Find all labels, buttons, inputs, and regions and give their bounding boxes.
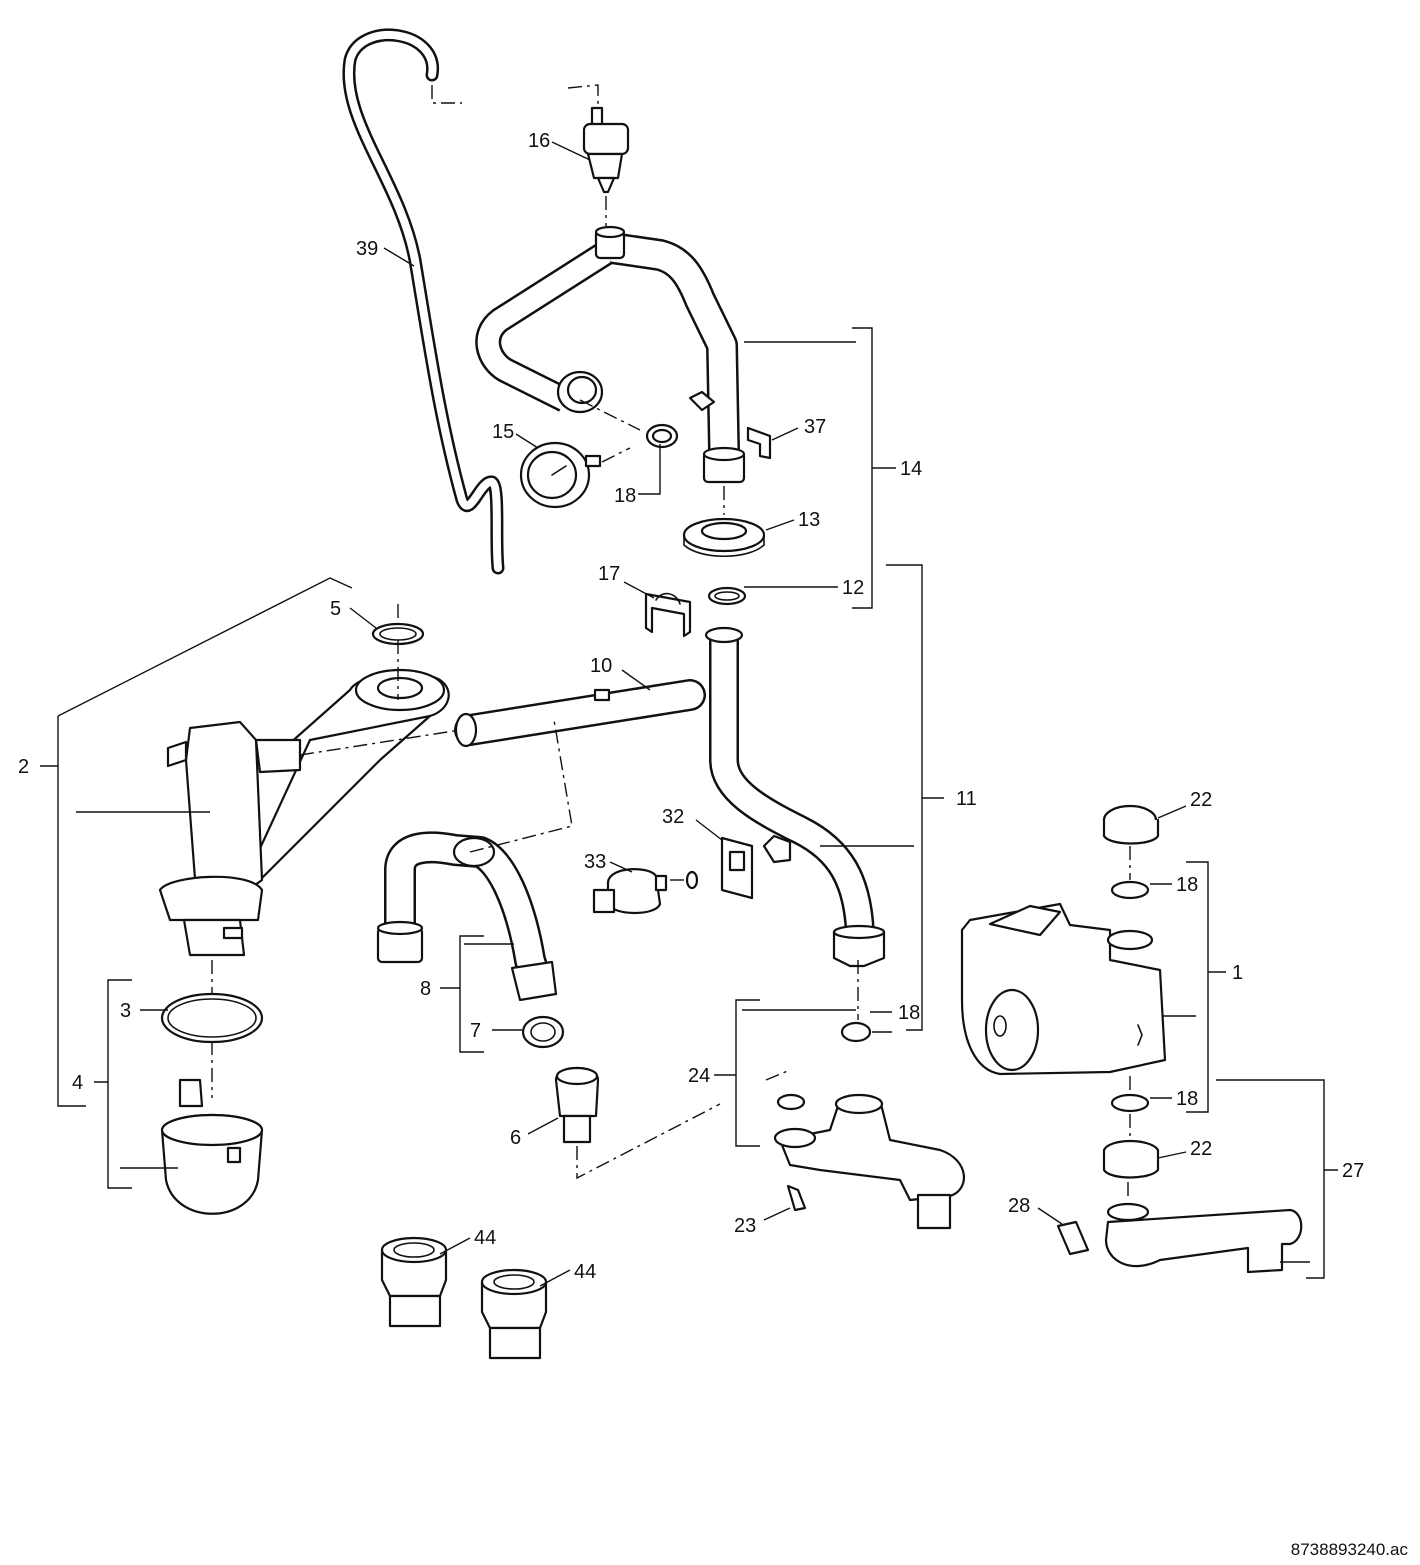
callout-17: 17 <box>598 563 620 585</box>
part-24-manifold <box>765 960 965 1230</box>
part-3-seal-ring <box>160 992 264 1044</box>
callout-18-top: 18 <box>614 485 636 507</box>
part-32-bracket <box>720 836 754 900</box>
callout-27: 27 <box>1342 1160 1364 1182</box>
callout-32: 32 <box>662 806 684 828</box>
callout-labels: 1 2 3 4 5 6 7 8 10 11 12 13 14 15 16 17 … <box>18 130 1364 1283</box>
part-39-hose <box>342 28 505 575</box>
part-27-outlet-pipe <box>1056 1182 1303 1274</box>
part-4-filter-cup <box>160 1078 264 1215</box>
part-13-gasket <box>682 486 766 558</box>
callout-15: 15 <box>492 421 514 443</box>
part-44-fittings <box>380 1236 548 1360</box>
part-7-seal <box>521 1015 565 1049</box>
callout-5: 5 <box>330 598 341 620</box>
callout-16: 16 <box>528 130 550 152</box>
callout-7: 7 <box>470 1020 481 1042</box>
part-2-hydraulic-block <box>158 640 461 1098</box>
callout-39: 39 <box>356 238 378 260</box>
part-14-pipe-assembly <box>475 225 746 484</box>
part-8-pipe <box>376 719 573 1002</box>
callout-23: 23 <box>734 1215 756 1237</box>
part-5-o-ring <box>371 604 425 646</box>
part-15-pressure-gauge <box>519 399 641 509</box>
callout-4: 4 <box>72 1072 83 1094</box>
callout-3: 3 <box>120 1000 131 1022</box>
part-18-seal-top <box>645 423 679 449</box>
callout-2: 2 <box>18 756 29 778</box>
callout-10: 10 <box>590 655 612 677</box>
part-6-valve <box>554 1066 721 1180</box>
callout-28: 28 <box>1008 1195 1030 1217</box>
part-33-sensor <box>592 868 699 914</box>
part-11-pipe <box>704 626 886 968</box>
part-16-air-vent <box>567 84 630 226</box>
callout-18-middle: 18 <box>898 1002 920 1024</box>
callout-11: 11 <box>956 788 977 810</box>
part-37-clip <box>746 426 772 460</box>
callout-18-right-top: 18 <box>1176 874 1198 896</box>
callout-6: 6 <box>510 1127 521 1149</box>
callout-33: 33 <box>584 851 606 873</box>
leader-lines <box>40 141 1338 1287</box>
callout-1: 1 <box>1232 962 1243 984</box>
callout-22-top: 22 <box>1190 789 1212 811</box>
drawing-code: 8738893240.ac <box>1291 1540 1409 1559</box>
callout-12: 12 <box>842 577 864 599</box>
part-1-pump <box>960 804 1167 1179</box>
callout-13: 13 <box>798 509 820 531</box>
part-17-clip <box>644 592 692 638</box>
callout-24: 24 <box>688 1065 710 1087</box>
callout-22-bottom: 22 <box>1190 1138 1212 1160</box>
callout-14: 14 <box>900 458 922 480</box>
callout-8: 8 <box>420 978 431 1000</box>
callout-44-right: 44 <box>574 1261 596 1283</box>
part-10-pipe <box>454 679 706 748</box>
callout-18-right-bottom: 18 <box>1176 1088 1198 1110</box>
callout-37: 37 <box>804 416 826 438</box>
part-12-o-ring <box>707 586 747 606</box>
callout-44-left: 44 <box>474 1227 496 1249</box>
